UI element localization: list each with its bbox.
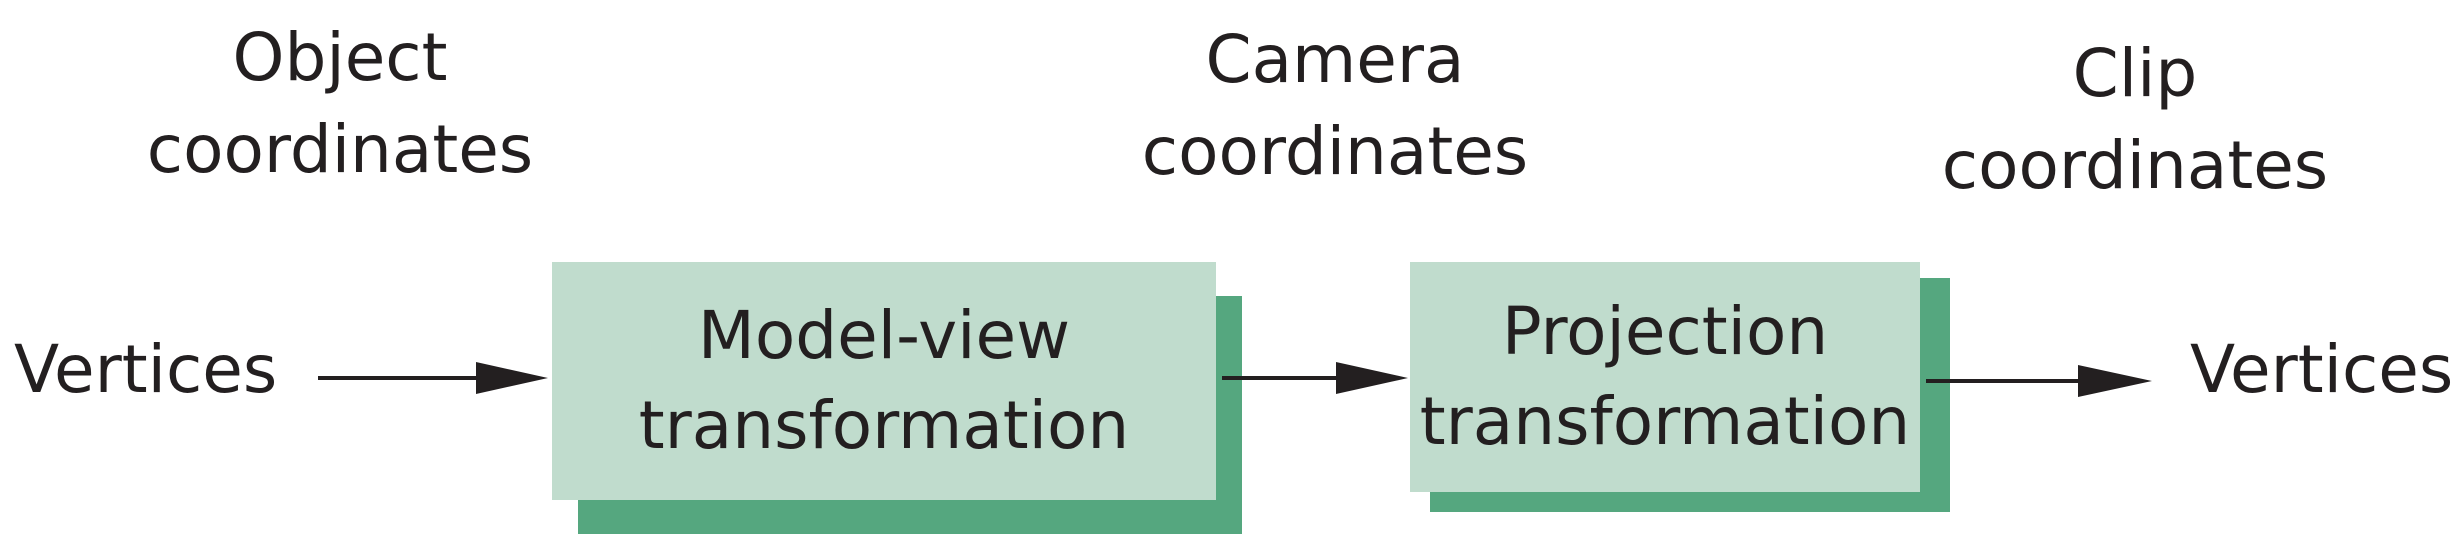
clip-coordinates-label-line-1: Clip <box>2072 35 2198 112</box>
model-view-box-line-1: Model-view <box>697 297 1071 374</box>
arrow-model-view-to-projection <box>1222 362 1408 394</box>
camera-coordinates-label: Camera coordinates <box>1115 14 1555 198</box>
clip-coordinates-label-line-2: coordinates <box>1941 127 2329 204</box>
camera-coordinates-label-line-2: coordinates <box>1141 113 1529 190</box>
arrow-projection-to-output <box>1926 365 2152 397</box>
projection-box: Projection transformation <box>1410 262 1920 492</box>
object-coordinates-label-line-1: Object <box>232 19 448 96</box>
output-vertices-label: Vertices <box>2190 331 2454 408</box>
input-vertices-label: Vertices <box>14 331 278 408</box>
object-coordinates-label: Object coordinates <box>120 12 560 196</box>
projection-box-line-2: transformation <box>1419 383 1911 460</box>
object-coordinates-label-line-2: coordinates <box>146 111 534 188</box>
model-view-box-line-2: transformation <box>638 387 1130 464</box>
clip-coordinates-label: Clip coordinates <box>1915 28 2355 212</box>
arrow-input-to-model-view <box>318 362 548 394</box>
model-view-box: Model-view transformation <box>552 262 1216 500</box>
camera-coordinates-label-line-1: Camera <box>1205 21 1465 98</box>
projection-box-line-1: Projection <box>1501 293 1829 370</box>
